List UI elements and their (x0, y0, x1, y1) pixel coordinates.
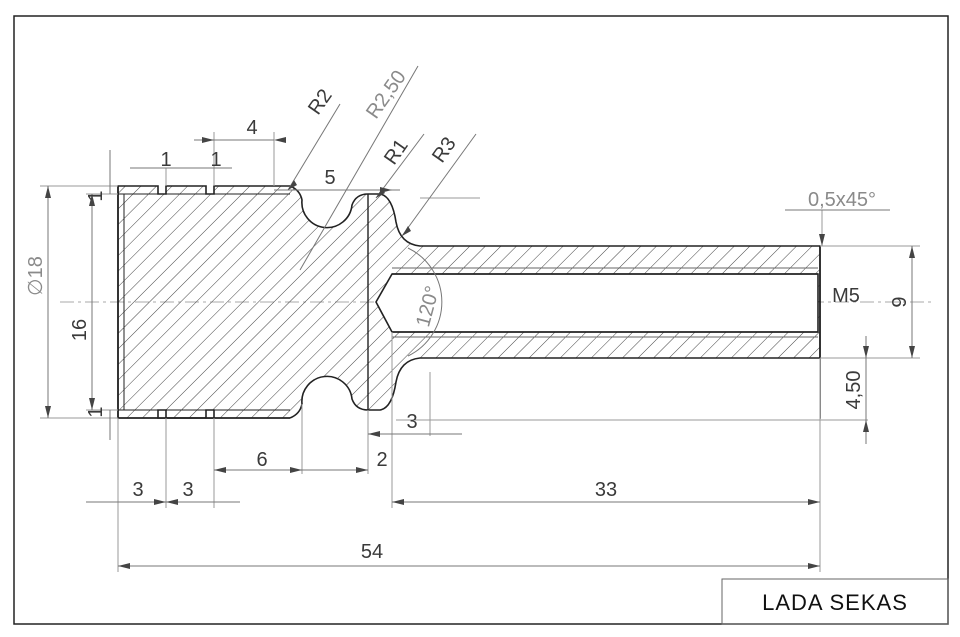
title-block (721, 578, 949, 625)
dim-6: 6 (256, 449, 267, 471)
dim-chamfer: 0,5x45° (808, 189, 876, 211)
dim-4: 4 (246, 117, 257, 139)
dim-m5: M5 (832, 285, 860, 307)
lower-groove-mask (290, 358, 820, 420)
title-block-name: LADA SEKAS (762, 590, 908, 615)
dim-54: 54 (361, 541, 383, 563)
sheet-border (13, 15, 949, 625)
dim-phi18: ∅18 (25, 256, 47, 296)
dim-r2: R2 (304, 85, 337, 119)
arrowheads (45, 137, 915, 569)
dim-r250: R2,50 (362, 67, 411, 123)
dimension-lines (47, 139, 913, 567)
dim-5: 5 (324, 167, 335, 189)
dim-3b: 3 (182, 479, 193, 501)
dim-1a: 1 (160, 149, 171, 171)
dim-450: 4,50 (843, 371, 865, 410)
dim-33: 33 (595, 479, 617, 501)
lower-contour (289, 357, 820, 419)
dim-16: 16 (69, 319, 91, 341)
dim-1c: 1 (85, 190, 107, 201)
dim-1d: 1 (85, 406, 107, 417)
angle-arc (407, 247, 443, 357)
dim-3a: 3 (132, 479, 143, 501)
dim-3c: 3 (406, 411, 417, 433)
dim-1b: 1 (210, 149, 221, 171)
leader-lines (287, 65, 477, 271)
dim-9: 9 (889, 296, 911, 307)
dim-2: 2 (376, 449, 387, 471)
dim-r1: R1 (380, 135, 413, 169)
